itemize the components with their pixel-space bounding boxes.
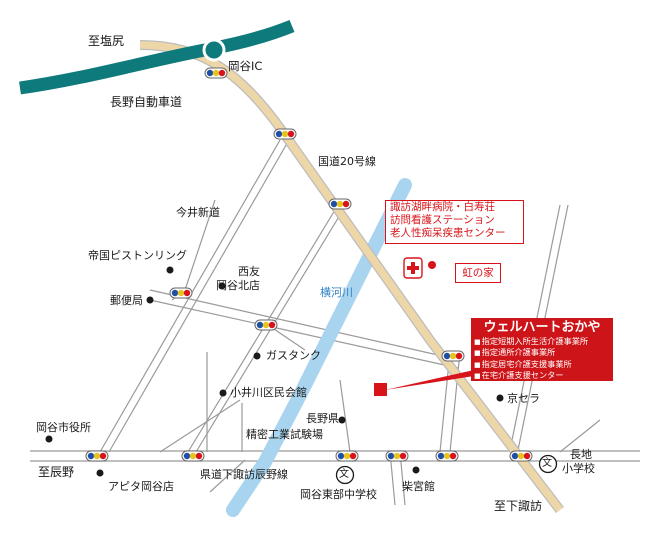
label-nagachi-es: 小学校 — [562, 462, 595, 475]
label-okaya-north: 岡谷北店 — [216, 279, 260, 292]
label-shibamiyakan: 柴宮館 — [402, 480, 435, 493]
school-symbol-east-jhs: 文 — [339, 469, 349, 480]
hospital-line-2: 訪問看護ステーション — [390, 214, 495, 226]
traffic-signal-icon — [273, 128, 297, 140]
label-nagano-expressway: 長野自動車道 — [110, 95, 183, 109]
wellheart-callout: ウェルハートおかや 指定短期入所生活介護事業所 指定通所介護事業所 指定居宅介護… — [471, 318, 613, 381]
traffic-signal-icon — [385, 450, 409, 462]
traffic-signal-icon — [204, 67, 228, 79]
traffic-signal-icon — [169, 287, 193, 299]
wellheart-service: 指定居宅介護支援事業所 — [474, 359, 610, 370]
traffic-signal-icon — [254, 319, 278, 331]
label-to-shiojiri: 至塩尻 — [88, 34, 125, 48]
rainbow-house-dot — [428, 261, 436, 269]
traffic-signals — [85, 67, 533, 462]
hospital-line-3: 老人性痴呆疾患センター — [390, 227, 506, 239]
traffic-signal-icon — [435, 450, 459, 462]
label-to-shimosuwa: 至下諏訪 — [494, 499, 543, 513]
label-route20: 国道20号線 — [318, 155, 376, 168]
hospital-callout: 諏訪湖畔病院・白寿荘 訪問看護ステーション 老人性痴呆疾患センター — [385, 200, 524, 244]
traffic-signal-icon — [181, 450, 205, 462]
interchange-icon — [202, 38, 226, 62]
label-kyocera: 京セラ — [507, 392, 540, 405]
yokokawa-river — [226, 178, 412, 517]
label-nagachi: 長地 — [570, 448, 592, 461]
traffic-signal-icon — [441, 350, 465, 362]
landmark-dots — [45, 266, 504, 477]
wellheart-service: 在宅介護支援センター — [474, 370, 610, 381]
school-icon — [538, 454, 558, 474]
label-precision-lab: 精密工業試験場 — [246, 428, 323, 441]
traffic-signal-icon — [328, 198, 352, 210]
nagano-expressway — [19, 19, 295, 95]
traffic-signal-icon — [85, 450, 109, 462]
label-teikoku-piston-ring: 帝国ピストンリング — [88, 249, 187, 262]
label-prefectural-road: 県道下諏訪辰野線 — [200, 468, 288, 481]
label-nagano-pref: 長野県 — [306, 412, 339, 425]
school-symbol-nagachi: 文 — [542, 458, 552, 469]
label-post-office: 郵便局 — [110, 294, 143, 307]
label-okaya-ic: 岡谷IC — [228, 59, 263, 73]
label-koikawa-hall: 小井川区民会館 — [230, 386, 307, 399]
wellheart-service: 指定短期入所生活介護事業所 — [474, 336, 610, 347]
traffic-signal-icon — [335, 450, 359, 462]
hospital-cross-icon — [403, 257, 423, 279]
rainbow-house-label: 虹の家 — [455, 263, 501, 283]
label-apita-okaya: アピタ岡谷店 — [108, 480, 174, 493]
label-okaya-city-hall: 岡谷市役所 — [36, 421, 91, 434]
label-nishitomo: 西友 — [238, 265, 260, 278]
label-to-tatsuno: 至辰野 — [38, 465, 75, 479]
label-yokokawa-river: 横河川 — [320, 286, 353, 299]
location-square-icon — [374, 383, 387, 396]
hospital-line-1: 諏訪湖畔病院・白寿荘 — [390, 201, 495, 213]
wellheart-service: 指定通所介護事業所 — [474, 347, 610, 358]
label-gas-tank: ガスタンク — [266, 349, 321, 362]
pointer-line — [385, 370, 474, 390]
traffic-signal-icon — [509, 450, 533, 462]
wellheart-title: ウェルハートおかや — [483, 320, 601, 335]
label-imai-shindo: 今井新道 — [176, 206, 220, 219]
school-icon — [335, 465, 355, 485]
label-okaya-east-jhs: 岡谷東部中学校 — [300, 488, 377, 501]
